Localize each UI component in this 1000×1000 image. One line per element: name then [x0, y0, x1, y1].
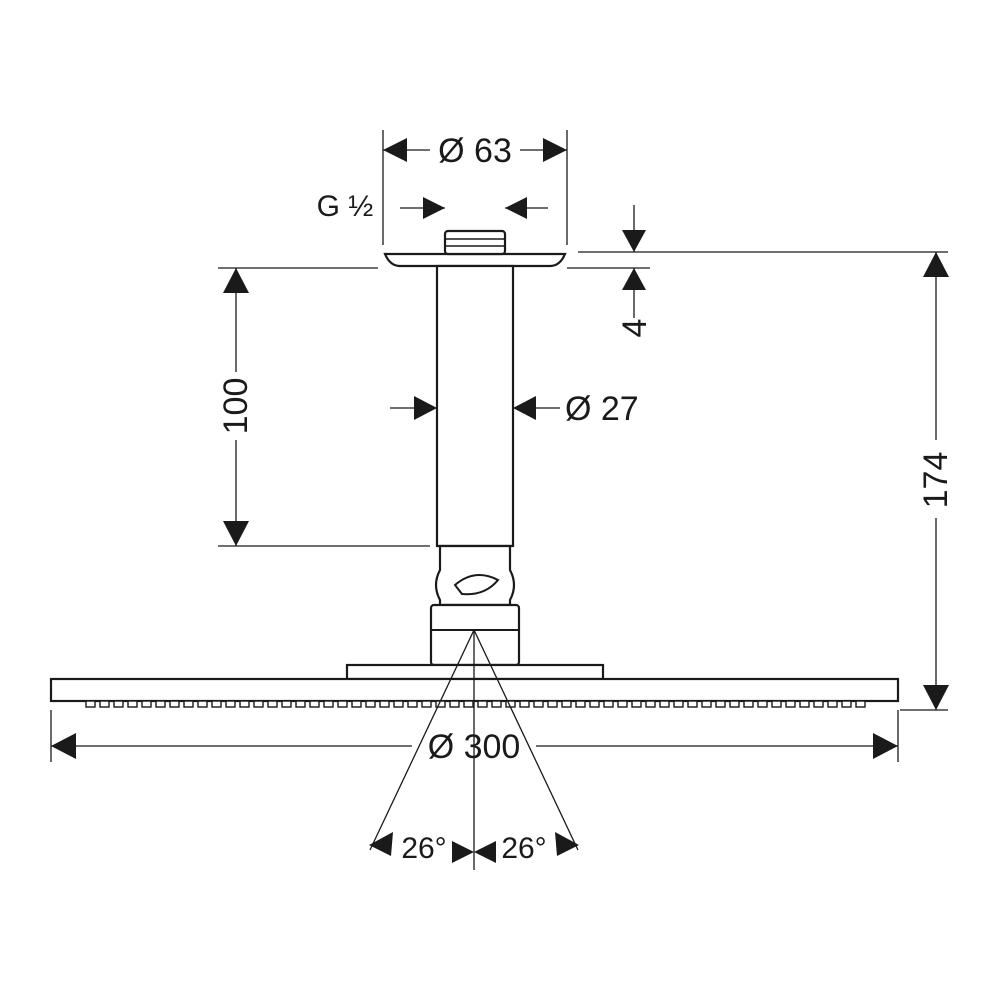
nozzle [141, 700, 152, 708]
arrow-100-top [223, 268, 249, 293]
nozzle [645, 700, 656, 708]
arrow-thread-left [423, 197, 445, 219]
nozzle [267, 700, 278, 708]
nozzle [407, 700, 418, 708]
shower-arm [435, 264, 515, 548]
nozzle [757, 700, 768, 708]
nozzle [169, 700, 180, 708]
nozzle [281, 700, 292, 708]
arrow-4-top [622, 230, 646, 252]
arrowheads [51, 138, 949, 863]
nozzle [715, 700, 726, 708]
nozzle [351, 700, 362, 708]
nozzle [253, 700, 264, 708]
connector-nut [429, 603, 521, 667]
arrow-300-left [51, 733, 76, 759]
label-rose-diameter: Ø 63 [438, 132, 512, 170]
thread-nipple [443, 229, 507, 256]
arrow-27-left [414, 396, 437, 420]
label-arm-diameter: Ø 27 [565, 390, 639, 428]
nozzle [393, 700, 404, 708]
nozzle [309, 700, 320, 708]
nozzle [519, 700, 530, 708]
head-top-plate [345, 663, 605, 681]
nozzle [687, 700, 698, 708]
arrow-angle-left-inner [452, 841, 474, 863]
nozzle [743, 700, 754, 708]
nozzle [379, 700, 390, 708]
nozzle [295, 700, 306, 708]
arrow-angle-right-inner [474, 841, 496, 863]
nozzle [841, 700, 852, 708]
nozzle [701, 700, 712, 708]
nozzle [533, 700, 544, 708]
arrow-4-bottom [622, 268, 646, 290]
nozzle [673, 700, 684, 708]
nozzle [729, 700, 740, 708]
label-angle-right: 26° [501, 832, 546, 865]
nozzle [547, 700, 558, 708]
nozzle-row [85, 700, 866, 708]
nozzle [589, 700, 600, 708]
nozzle [127, 700, 138, 708]
label-arm-length: 100 [217, 378, 255, 435]
nozzle [211, 700, 222, 708]
nozzle [813, 700, 824, 708]
arrow-100-bottom [223, 521, 249, 546]
nozzle [771, 700, 782, 708]
nozzle [197, 700, 208, 708]
label-angle-left: 26° [401, 832, 446, 865]
nozzle [477, 700, 488, 708]
nozzle [421, 700, 432, 708]
nozzle [617, 700, 628, 708]
nozzle [561, 700, 572, 708]
nozzle [491, 700, 502, 708]
dimension-labels: Ø 63 G ½ 4 100 Ø 27 174 Ø 300 26° 26° [217, 132, 955, 865]
arrow-300-right [873, 733, 898, 759]
nozzle [183, 700, 194, 708]
label-head-diameter: Ø 300 [428, 728, 521, 766]
nozzle [575, 700, 586, 708]
arrow-174-top [923, 252, 949, 277]
arrow-174-bottom [923, 685, 949, 710]
arrow-thread-right [505, 197, 527, 219]
extension-lines [50, 130, 948, 870]
nozzle [365, 700, 376, 708]
label-total-height: 174 [917, 452, 955, 509]
label-thread: G ½ [317, 190, 374, 223]
arrow-63-right [543, 138, 567, 162]
arrow-27-right [513, 396, 536, 420]
arrow-63-left [383, 138, 407, 162]
nozzle [337, 700, 348, 708]
nozzle [659, 700, 670, 708]
nozzle [239, 700, 250, 708]
spray-angle-lines [369, 629, 579, 851]
nozzle [799, 700, 810, 708]
nozzle [785, 700, 796, 708]
nozzle [449, 700, 460, 708]
nozzle [463, 700, 474, 708]
nozzle [631, 700, 642, 708]
nozzle [225, 700, 236, 708]
arrow-angle-right-outer [555, 832, 579, 856]
ceiling-rose [383, 252, 567, 268]
label-rose-thickness: 4 [616, 319, 654, 338]
nozzle [603, 700, 614, 708]
nozzle [827, 700, 838, 708]
arrow-angle-left-outer [369, 832, 393, 856]
nozzle [155, 700, 166, 708]
nozzle [323, 700, 334, 708]
nozzle [99, 700, 110, 708]
nozzle [113, 700, 124, 708]
nozzle [855, 700, 866, 708]
nozzle [85, 700, 96, 708]
